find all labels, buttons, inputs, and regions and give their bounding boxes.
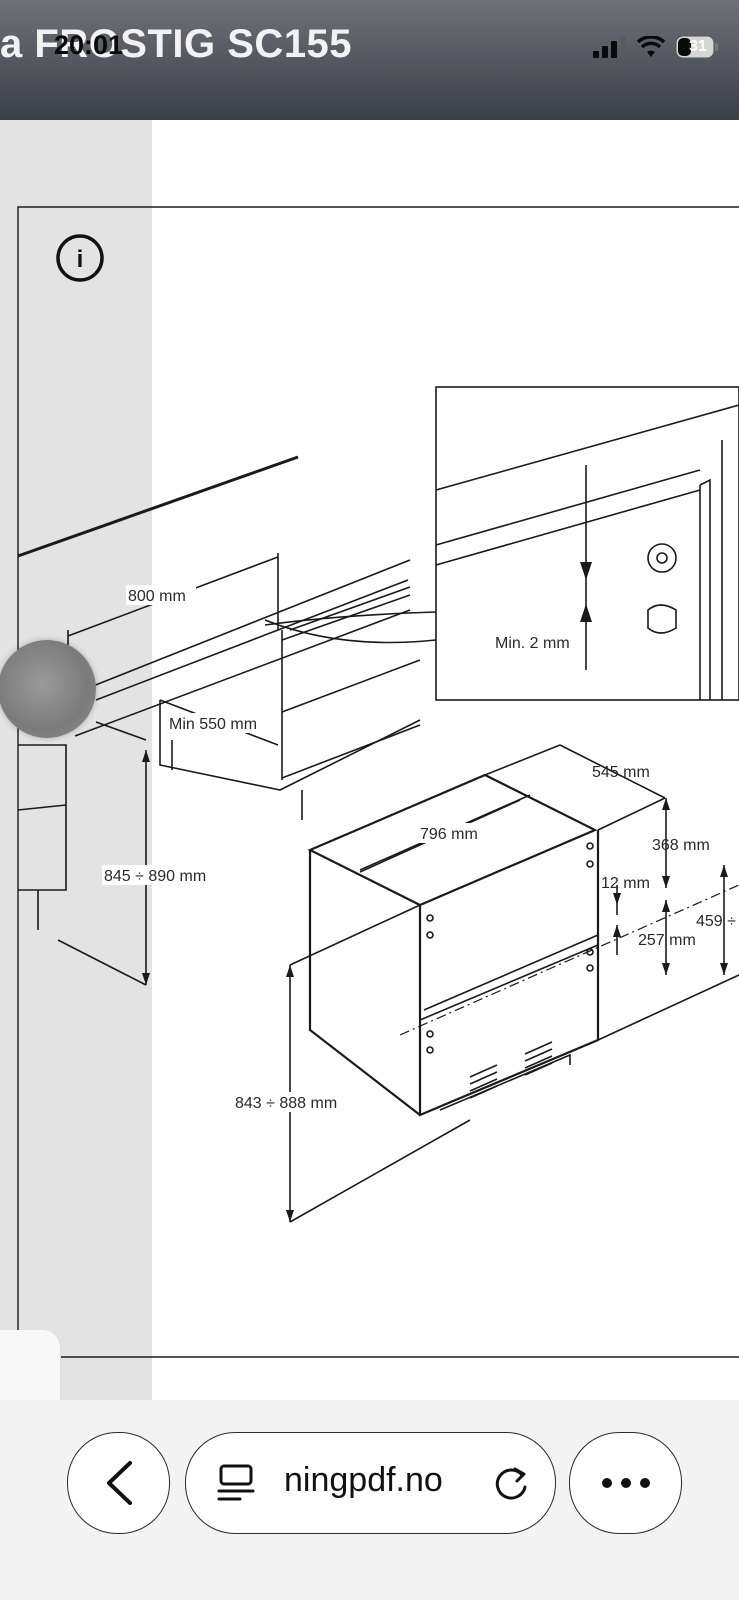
dim-min-2: Min. 2 mm: [495, 635, 570, 652]
signal-icon: [593, 36, 626, 58]
dim-545: 545 mm: [592, 764, 650, 781]
status-icons: 31: [593, 32, 719, 62]
dim-min-550: Min 550 mm: [169, 716, 257, 733]
installation-drawing: i 800 mm Min 550 mm 845 ÷ 890 mm Min. 2 …: [17, 206, 739, 1358]
dim-368: 368 mm: [652, 837, 710, 854]
reader-icon: [217, 1464, 255, 1501]
dim-845-890: 845 ÷ 890 mm: [104, 868, 206, 885]
dim-796: 796 mm: [420, 826, 478, 843]
info-icon: i: [56, 234, 104, 282]
wifi-icon: [637, 36, 665, 57]
address-bar[interactable]: ningpdf.no: [185, 1432, 556, 1534]
info-symbol: i: [77, 246, 84, 273]
dim-12: 12 mm: [601, 875, 650, 892]
dim-843-888: 843 ÷ 888 mm: [235, 1095, 337, 1112]
touch-indicator: [0, 640, 96, 738]
page-title: a FROSTIG SC155: [0, 22, 353, 66]
tab-edge: [0, 1330, 61, 1400]
reload-icon[interactable]: [491, 1463, 531, 1503]
back-chevron-icon: [106, 1461, 132, 1505]
back-button[interactable]: [67, 1432, 170, 1534]
page-left-margin: [0, 120, 152, 1400]
status-time: 20:01: [54, 30, 124, 60]
battery-level: 31: [689, 38, 707, 55]
url-text: ningpdf.no: [284, 1461, 443, 1499]
dim-257: 257 mm: [638, 932, 696, 949]
more-button[interactable]: [569, 1432, 682, 1534]
more-icon: [601, 1478, 650, 1488]
dim-800: 800 mm: [128, 588, 186, 605]
dim-459: 459 ÷: [696, 913, 736, 930]
title-bar: a FROSTIG SC155 20:01 31: [0, 0, 739, 120]
battery-icon: 31: [675, 35, 719, 59]
